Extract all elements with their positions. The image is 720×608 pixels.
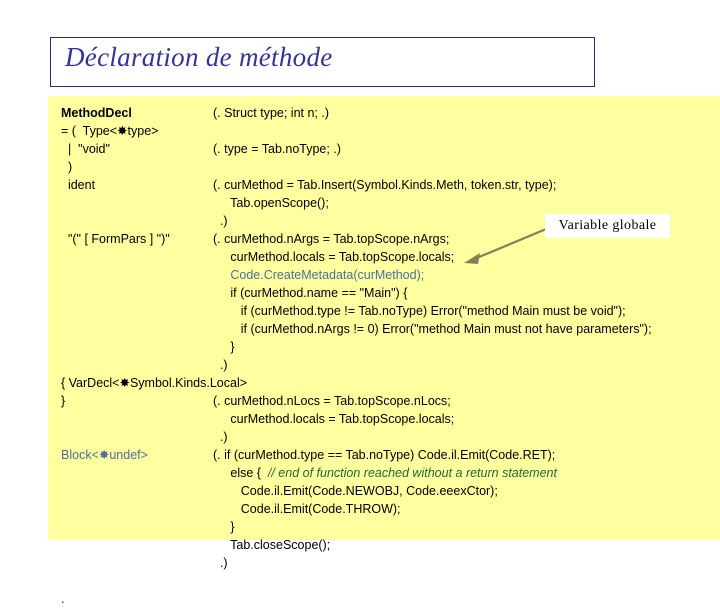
code-left-cell: ident: [61, 178, 96, 192]
code-right-cell: Tab.openScope();: [213, 196, 329, 210]
code-row: .): [48, 356, 720, 374]
code-right-cell: .): [213, 358, 228, 372]
code-left-cell: .: [61, 592, 65, 606]
code-row: if (curMethod.type != Tab.noType) Error(…: [48, 302, 720, 320]
code-right-cell: if (curMethod.nArgs != 0) Error("method …: [213, 322, 652, 336]
code-row: Code.il.Emit(Code.NEWOBJ, Code.eeexCtor)…: [48, 482, 720, 500]
code-row: Tab.closeScope();: [48, 536, 720, 554]
callout-variable-globale: Variable globale: [545, 214, 670, 238]
code-comment: // end of function reached without a ret…: [267, 466, 557, 480]
code-row: ident (. curMethod = Tab.Insert(Symbol.Ki…: [48, 176, 720, 194]
code-row: curMethod.locals = Tab.topScope.locals;: [48, 248, 720, 266]
code-right-cell: (. type = Tab.noType; .): [213, 142, 341, 156]
grammar-code-panel: MethodDecl (. Struct type; int n; .) = ( T…: [48, 96, 720, 606]
code-right-cell: (. Struct type; int n; .): [213, 106, 330, 120]
code-row: [48, 572, 720, 590]
code-row: .): [48, 212, 720, 230]
code-row: Code.il.Emit(Code.THROW);: [48, 500, 720, 518]
code-row: else { // end of function reached withou…: [48, 464, 720, 482]
code-right-cell: (. if (curMethod.type == Tab.noType) Cod…: [213, 448, 556, 462]
code-row: Code.CreateMetadata(curMethod);: [48, 266, 720, 284]
code-left-cell: | "void": [61, 142, 110, 156]
page-title: Déclaration de méthode: [65, 42, 333, 72]
code-row: if (curMethod.name == "Main") {: [48, 284, 720, 302]
callout-label: Variable globale: [558, 218, 657, 233]
code-right-cell: .): [213, 430, 228, 444]
code-right-cell: if (curMethod.type != Tab.noType) Error(…: [213, 304, 626, 318]
code-left-cell: "(" [ FormPars ] ")": [61, 232, 170, 246]
code-row: .): [48, 428, 720, 446]
code-row: = ( Type<✸type>: [48, 122, 720, 140]
code-right-cell: (. curMethod.nLocs = Tab.topScope.nLocs;: [213, 394, 451, 408]
code-row: }: [48, 518, 720, 536]
code-left-cell: { VarDecl<✸Symbol.Kinds.Local>: [61, 376, 248, 390]
code-right-cell: .): [213, 214, 228, 228]
code-row: } (. curMethod.nLocs = Tab.topScope.nLocs…: [48, 392, 720, 410]
code-row: { VarDecl<✸Symbol.Kinds.Local>: [48, 374, 720, 392]
code-right-cell: Tab.closeScope();: [213, 538, 331, 552]
code-right-cell: curMethod.locals = Tab.topScope.locals;: [213, 412, 455, 426]
slide-title-box: Déclaration de méthode: [50, 37, 595, 87]
code-right-cell: }: [213, 340, 235, 354]
code-row: "(" [ FormPars ] ")" (. curMethod.nArgs =…: [48, 230, 720, 248]
code-row: .): [48, 554, 720, 572]
code-right-cell: (. curMethod = Tab.Insert(Symbol.Kinds.M…: [213, 178, 557, 192]
code-right-cell: }: [213, 520, 235, 534]
code-row: Block<✸undef> (. if (curMethod.type == Ta…: [48, 446, 720, 464]
code-right-cell: else { // end of function reached withou…: [213, 466, 557, 480]
code-left-cell: = ( Type<✸type>: [61, 124, 159, 138]
code-row: ): [48, 158, 720, 176]
code-row: | "void" (. type = Tab.noType; .): [48, 140, 720, 158]
code-row: if (curMethod.nArgs != 0) Error("method …: [48, 320, 720, 338]
code-row: Tab.openScope();: [48, 194, 720, 212]
code-row: }: [48, 338, 720, 356]
code-row: MethodDecl (. Struct type; int n; .): [48, 104, 720, 122]
code-right-cell: .): [213, 556, 228, 570]
code-row: curMethod.locals = Tab.topScope.locals;: [48, 410, 720, 428]
code-right-cell: (. curMethod.nArgs = Tab.topScope.nArgs;: [213, 232, 450, 246]
code-left-cell: Block<✸undef>: [61, 448, 148, 462]
code-right-cell: curMethod.locals = Tab.topScope.locals;: [213, 250, 455, 264]
code-right-cell: Code.CreateMetadata(curMethod);: [213, 268, 425, 282]
code-left-cell: }: [61, 394, 66, 408]
code-right-cell: if (curMethod.name == "Main") {: [213, 286, 408, 300]
code-right-cell: Code.il.Emit(Code.THROW);: [213, 502, 401, 516]
code-row: .: [48, 590, 720, 608]
code-left-cell: ): [61, 160, 73, 174]
code-right-cell: Code.il.Emit(Code.NEWOBJ, Code.eeexCtor)…: [213, 484, 498, 498]
code-left-cell: MethodDecl: [61, 106, 132, 120]
